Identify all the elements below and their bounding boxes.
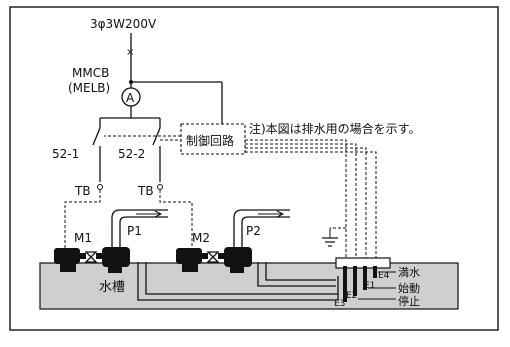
level-stop-label: 停止 [398,294,420,308]
supply-label: 3φ3W200V [90,17,157,31]
electrode-holder [335,257,391,302]
note-text: 注)本図は排水用の場合を示す。 [249,121,420,136]
contactor-52-1-label: 52-1 [52,147,79,161]
cable-m1 [64,190,101,252]
m2-label: M2 [192,231,210,245]
diagram-border [9,6,499,331]
discharge-pipe-p1 [111,209,168,247]
level-lines [358,271,396,300]
tank-pipes [137,262,339,301]
ammeter-symbol: A [126,91,135,105]
control-circuit-label: 制御回路 [186,133,234,148]
p2-label: P2 [246,224,261,238]
electrode-e4-label: E4 [378,271,390,281]
tank-label: 水槽 [99,280,125,295]
contactor-52-2-label: 52-2 [118,147,145,161]
breaker-label-1: MMCB [72,66,109,80]
cable-m2 [159,190,193,252]
contactor-52-2-icon [152,127,161,146]
m1-label: M1 [74,231,92,245]
tb1-label: TB [74,184,91,198]
level-full-label: 満水 [398,266,420,279]
breaker-label-2: (MELB) [68,81,110,95]
ground-icon [322,237,338,247]
control-circuit-box [180,123,246,155]
electrode-signal-wires [245,139,377,262]
electrode-e2-label: E2 [346,291,357,301]
contactor-52-1-icon [92,127,101,146]
motor-m1-icon [54,248,102,272]
motor-m2-icon [176,248,224,272]
electrode-e1-label: E1 [364,281,375,291]
p1-label: P1 [127,224,142,238]
breaker-cross-icon: × [126,47,134,58]
pump-p1-icon [102,247,130,273]
pump-p2-icon [224,247,252,273]
discharge-pipe-p2 [233,209,290,247]
level-start-label: 始動 [398,281,420,295]
electrode-e3-label: E3 [334,299,345,309]
tb2-label: TB [137,184,154,198]
